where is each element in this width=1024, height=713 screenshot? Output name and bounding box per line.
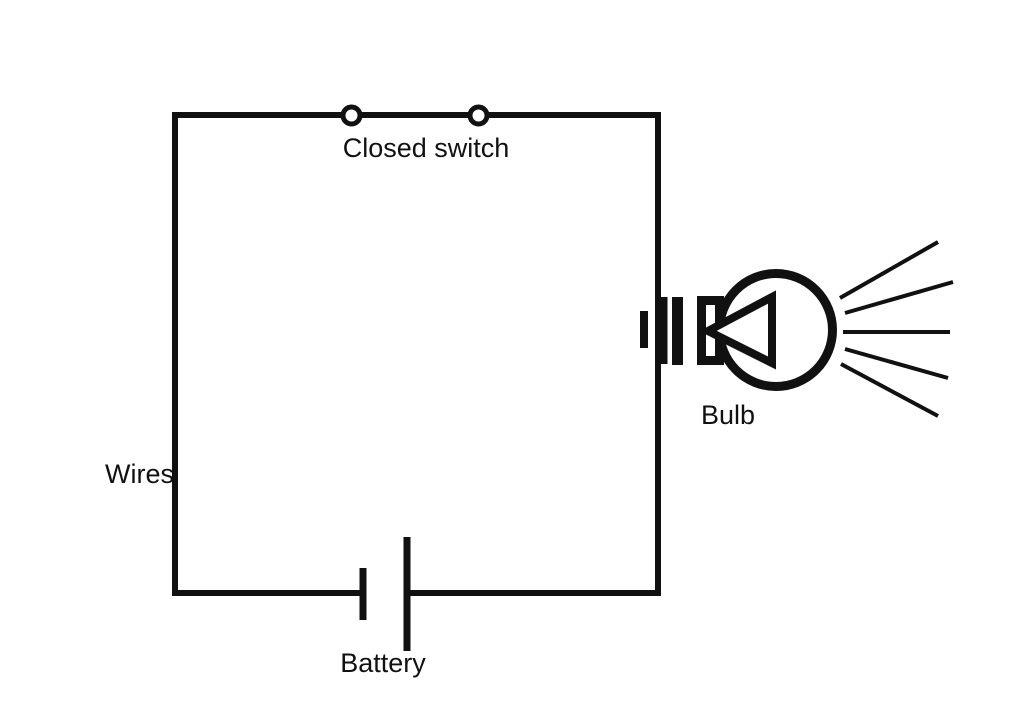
battery-symbol bbox=[359, 537, 411, 651]
light-ray-1 bbox=[839, 240, 939, 300]
bulb-light-rays-icon bbox=[839, 240, 954, 418]
bulb-filament-cone bbox=[699, 290, 776, 370]
bulb-label: Bulb bbox=[701, 400, 755, 430]
diagram-ink-group: Closed switch Wires Battery Bulb bbox=[105, 104, 954, 678]
light-ray-2 bbox=[844, 280, 954, 315]
light-ray-4 bbox=[844, 347, 949, 380]
wire-loop bbox=[172, 112, 661, 596]
bulb-thread-bar-2 bbox=[672, 297, 683, 365]
wires-label: Wires bbox=[105, 459, 174, 489]
bulb-contact-bar bbox=[640, 311, 648, 348]
closed-switch-label: Closed switch bbox=[343, 133, 510, 163]
light-ray-5 bbox=[840, 362, 939, 418]
bulb-thread-bar-1 bbox=[656, 297, 668, 364]
closed-switch-symbol bbox=[340, 104, 490, 127]
switch-terminal-right-icon bbox=[467, 104, 490, 127]
switch-terminal-left-icon bbox=[340, 104, 363, 127]
battery-label: Battery bbox=[340, 648, 426, 678]
bulb-symbol bbox=[640, 240, 954, 418]
